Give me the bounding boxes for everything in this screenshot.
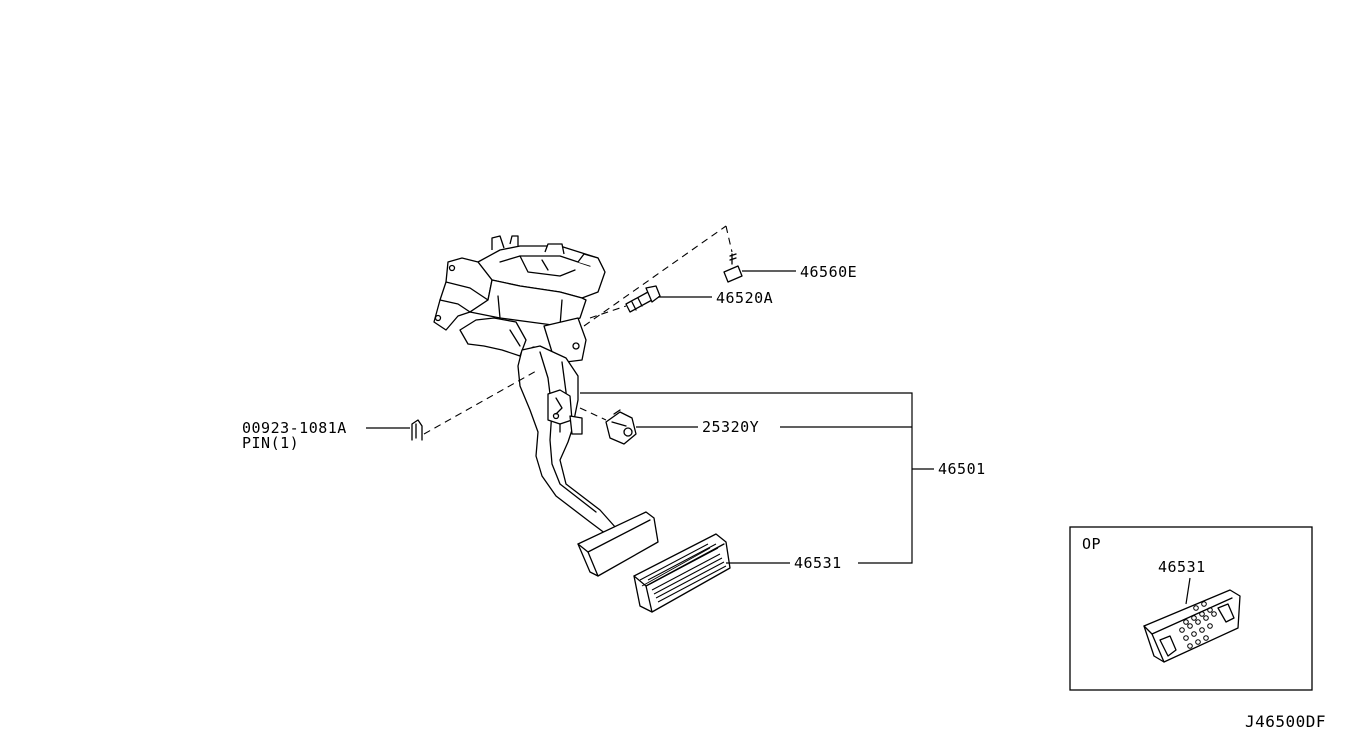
diagram-id: J46500DF [1245, 712, 1326, 731]
label-46501: 46501 [938, 460, 986, 478]
sport-pedal-pad [1143, 589, 1241, 663]
label-46531: 46531 [794, 554, 842, 572]
switch-25320Y [605, 409, 637, 445]
label-pin-1: PIN(1) [242, 434, 299, 452]
label-00923-1081A: 00923-1081A [242, 419, 347, 437]
option-box-title: OP [1082, 535, 1101, 553]
label-46560E: 46560E [800, 263, 857, 281]
assembly-lines [423, 225, 733, 435]
pedal-pad-46531 [633, 533, 731, 613]
clip-00923-1081A [411, 419, 423, 441]
pedal-bracket [433, 235, 606, 363]
bolt-46560E [723, 253, 743, 283]
leader-lines [366, 270, 934, 564]
option-box: OP 46531 [1069, 526, 1313, 691]
label-25320Y: 25320Y [702, 418, 759, 436]
pin-46520A [625, 285, 661, 313]
pedal-arm [517, 345, 659, 577]
option-box-part-label: 46531 [1158, 558, 1206, 576]
label-46520A: 46520A [716, 289, 773, 307]
